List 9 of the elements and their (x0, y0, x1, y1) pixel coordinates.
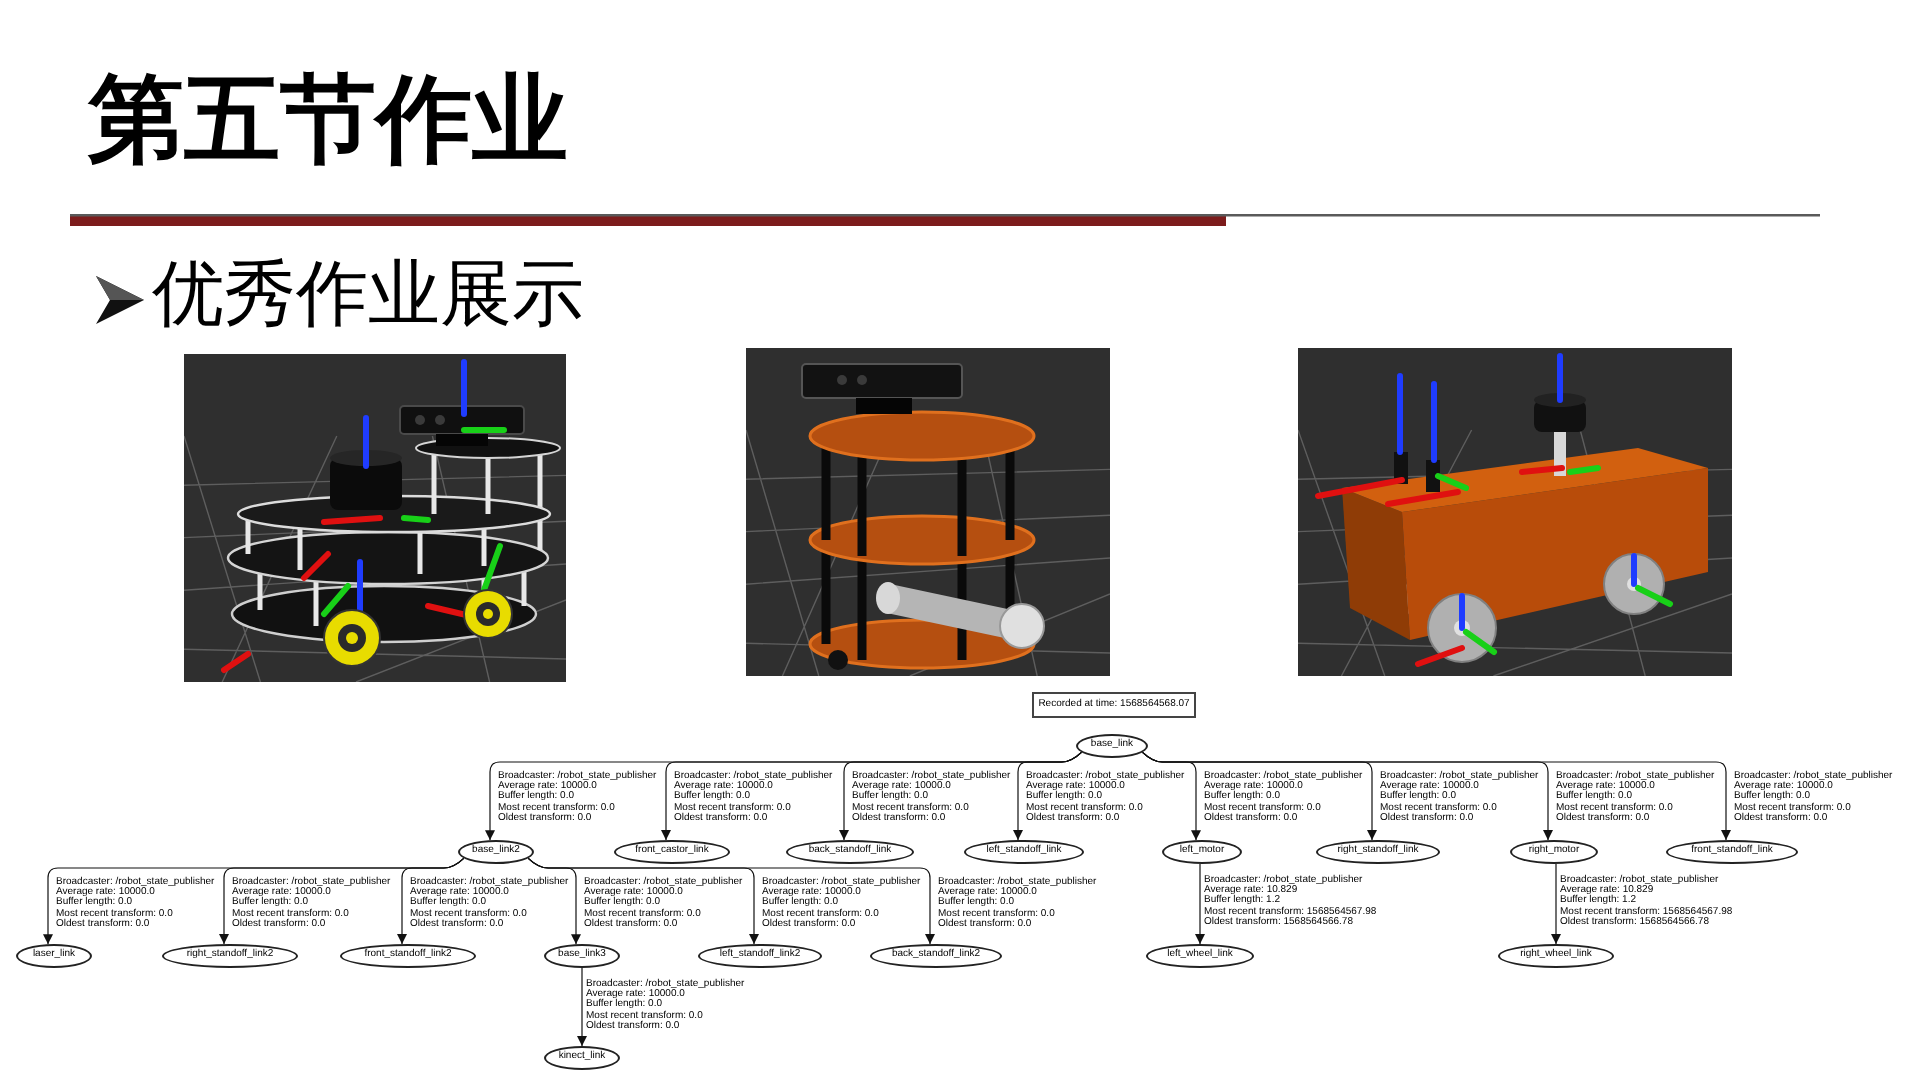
arrow (527, 857, 935, 945)
arrow (1195, 863, 1205, 945)
arrow (397, 857, 465, 945)
subtitle: 优秀作业展示 (152, 252, 584, 340)
arrow (577, 967, 587, 1047)
slide-title: 第五节作业 (88, 62, 568, 178)
arrow (1551, 863, 1561, 945)
arrow (1142, 751, 1731, 841)
arrow (1013, 751, 1082, 841)
